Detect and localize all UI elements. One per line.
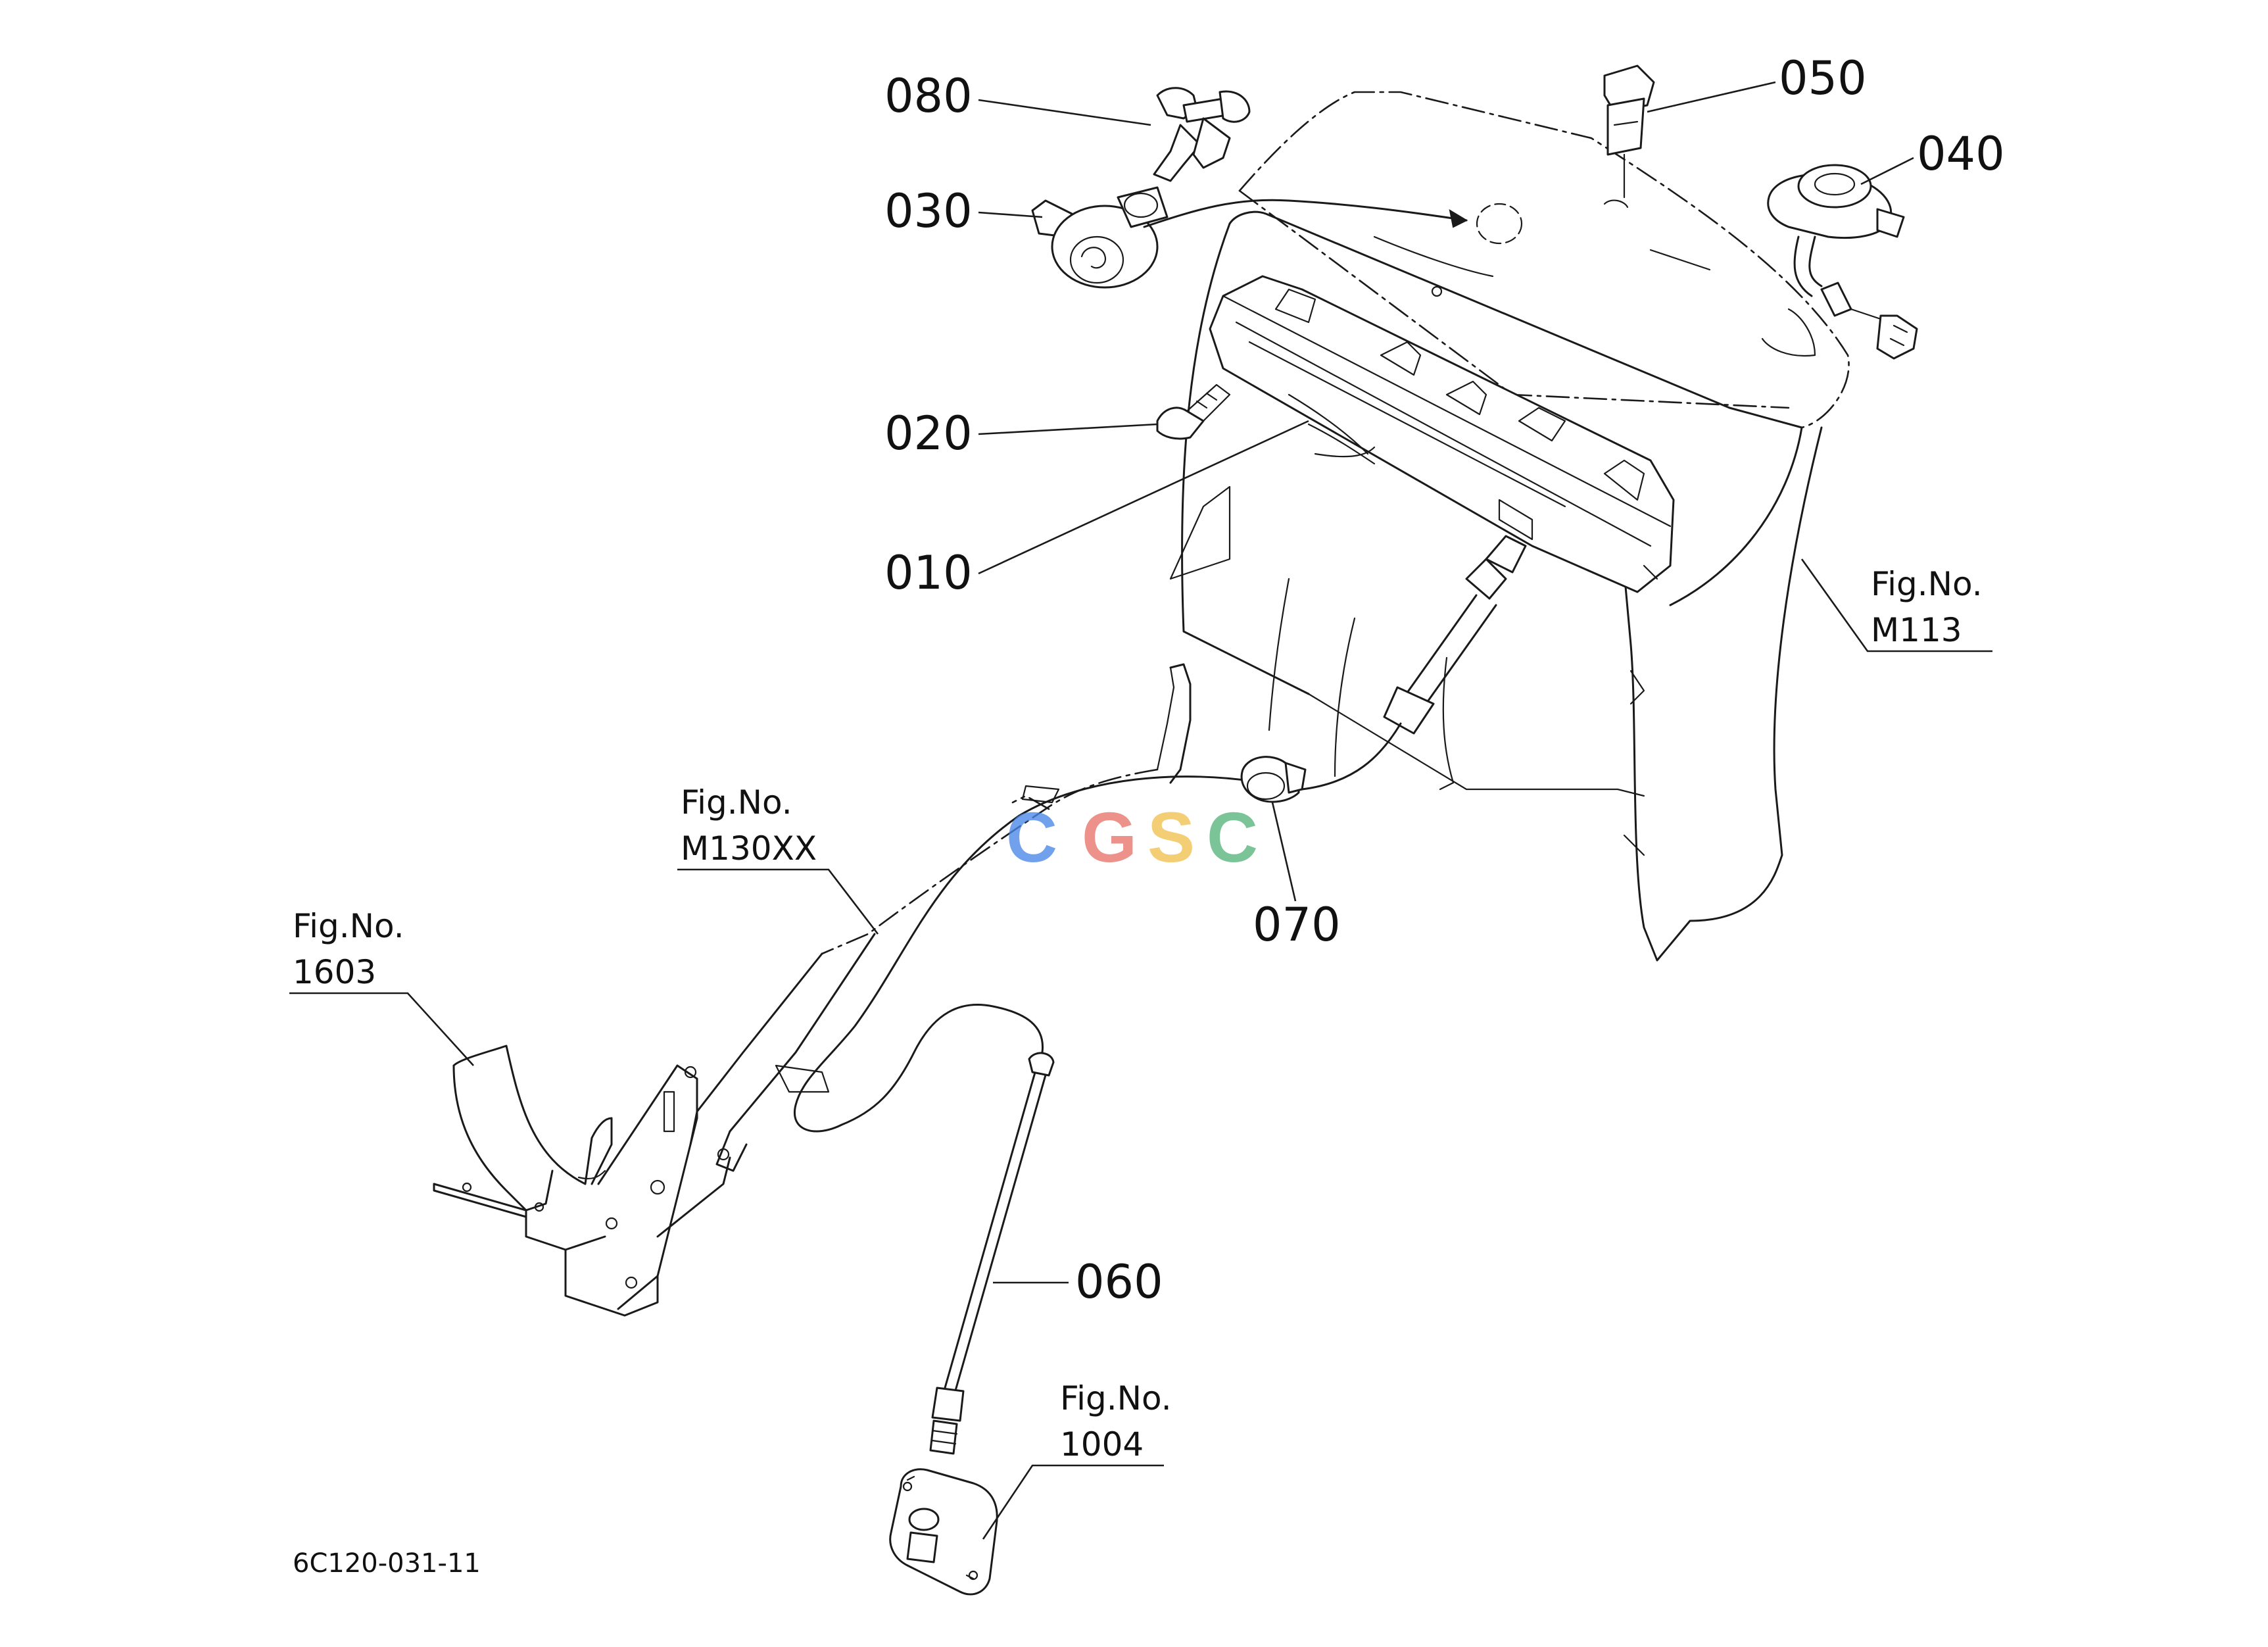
gauge-040 bbox=[1767, 164, 1918, 360]
watermark-logo: C G S C bbox=[1006, 797, 1258, 877]
speedometer-cable-060 bbox=[794, 775, 1264, 1455]
callout-040: 040 bbox=[1917, 127, 2005, 181]
leader-m130xx bbox=[677, 868, 879, 935]
dashboard-panel bbox=[1169, 91, 1850, 962]
leader-lines bbox=[289, 81, 1992, 1540]
leader-1603 bbox=[289, 992, 474, 1066]
figure-references: Fig.No. M113 Fig.No. M130XX Fig.No. 1603… bbox=[293, 565, 1983, 1463]
screw-020 bbox=[1156, 383, 1231, 440]
cable-bracket-m130xx bbox=[689, 663, 1192, 1172]
fig-ref-1004-number: 1004 bbox=[1060, 1425, 1144, 1463]
leader-040 bbox=[1860, 157, 1914, 185]
fig-ref-m113-label: Fig.No. bbox=[1871, 565, 1983, 603]
meter-connector bbox=[1301, 535, 1527, 791]
watermark-letter-2: G bbox=[1082, 797, 1137, 877]
drawing-code: 6C120-031-11 bbox=[293, 1548, 481, 1579]
fig-ref-m130xx-number: M130XX bbox=[681, 829, 817, 868]
part-callouts: 080 030 020 010 050 040 070 060 bbox=[884, 51, 2005, 1309]
leader-030 bbox=[978, 211, 1043, 218]
switch-050 bbox=[1603, 64, 1655, 199]
callout-080: 080 bbox=[884, 69, 973, 123]
callout-030: 030 bbox=[884, 184, 973, 238]
callout-020: 020 bbox=[884, 406, 973, 460]
leader-1004 bbox=[982, 1464, 1164, 1540]
fig-ref-m113-number: M113 bbox=[1871, 611, 1962, 649]
callout-050: 050 bbox=[1779, 51, 1867, 105]
instrument-panel-010 bbox=[1209, 275, 1675, 593]
watermark-letter-4: C bbox=[1207, 797, 1258, 877]
fig-ref-1004-label: Fig.No. bbox=[1060, 1379, 1172, 1417]
key-switch-030 bbox=[1031, 186, 1468, 289]
leader-020 bbox=[978, 423, 1158, 435]
callout-010: 010 bbox=[884, 546, 973, 600]
fig-ref-m130xx-label: Fig.No. bbox=[681, 783, 792, 822]
callout-060: 060 bbox=[1075, 1255, 1163, 1309]
fig-ref-1603-number: 1603 bbox=[293, 953, 376, 991]
watermark-letter-1: C bbox=[1006, 797, 1057, 877]
watermark-letter-3: S bbox=[1147, 797, 1195, 877]
leader-070 bbox=[1271, 802, 1297, 902]
leader-m113 bbox=[1800, 558, 1992, 652]
leader-050 bbox=[1647, 81, 1776, 113]
fig-ref-1603-label: Fig.No. bbox=[293, 907, 404, 945]
leader-080 bbox=[978, 99, 1151, 126]
leader-010 bbox=[978, 420, 1309, 575]
clamp-070 bbox=[1240, 756, 1307, 803]
key-080 bbox=[1153, 87, 1251, 182]
callout-070: 070 bbox=[1253, 898, 1341, 952]
transmission-mount-1004 bbox=[889, 1468, 998, 1596]
pedal-bracket-1603 bbox=[433, 1045, 731, 1317]
